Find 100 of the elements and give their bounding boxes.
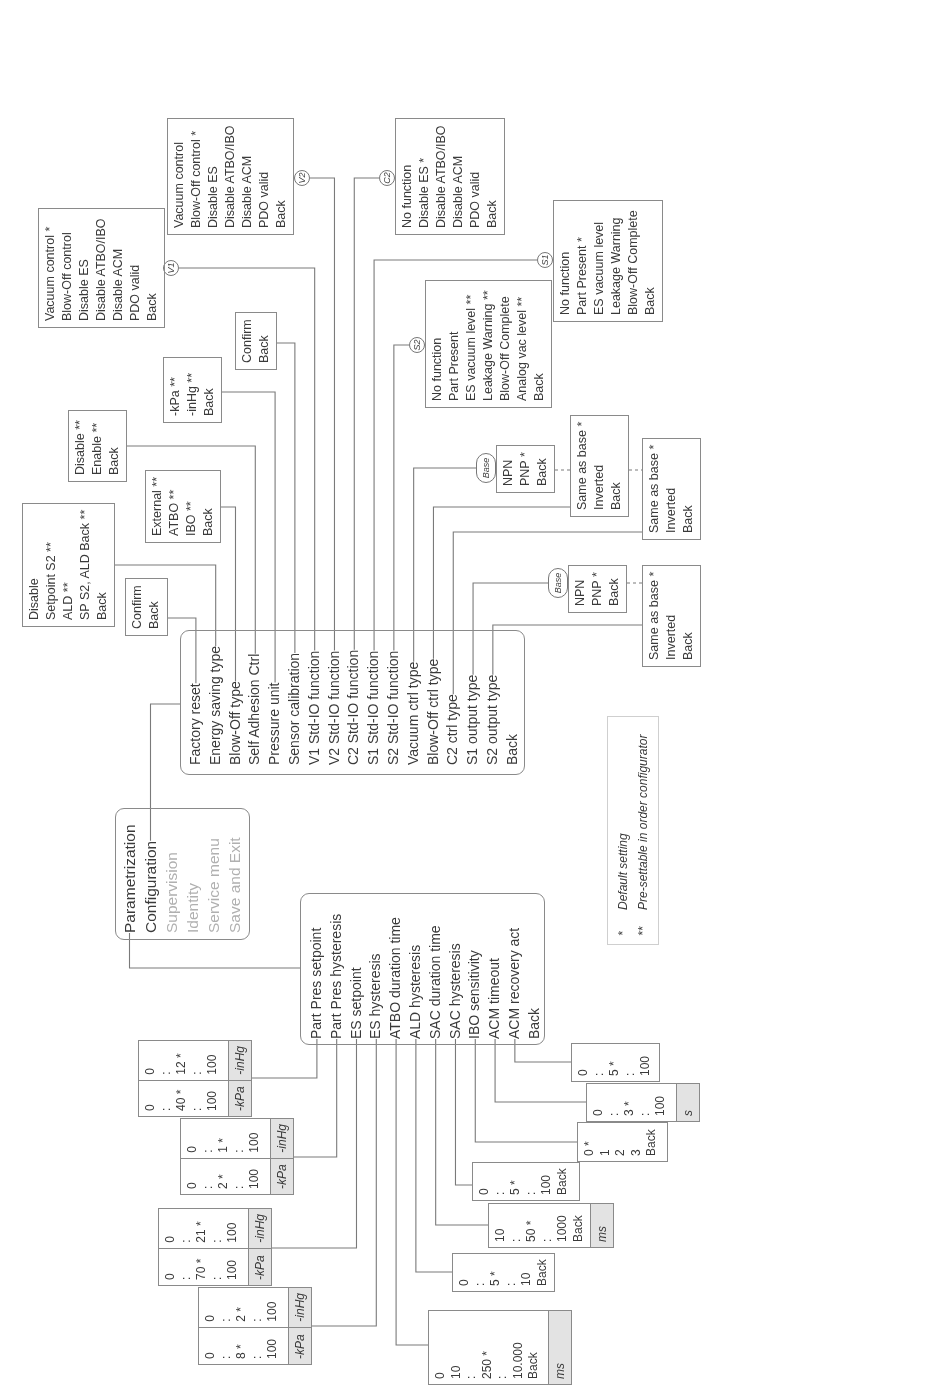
port-badge: S1 [537, 252, 553, 268]
connector-line [514, 1038, 572, 1063]
menu-item: Supervision [162, 852, 181, 933]
dashed-connector [628, 469, 643, 471]
menu-item: ALD hysteresis [406, 944, 426, 1039]
table-value: 0 [185, 1182, 200, 1189]
connector-line [492, 624, 643, 676]
table-value: : [495, 1375, 510, 1379]
table-value: : [622, 1072, 638, 1076]
table-value: : [189, 1107, 205, 1111]
table-value: : [218, 1318, 234, 1322]
connector-line [474, 1038, 578, 1143]
table-value: 2 [613, 1149, 628, 1156]
menu-option: Back [642, 287, 659, 315]
menu-option: PDO valid [256, 171, 273, 228]
menu-item: SAC hysteresis [445, 943, 466, 1039]
menu-item: ES setpoint [346, 967, 367, 1039]
menu-option: Back [146, 601, 163, 629]
option-list-box [68, 410, 127, 482]
table-value: 0 [457, 1279, 472, 1286]
menu-option: Blow-Off Complete [625, 210, 642, 315]
menu-option: ES vacuum level [591, 221, 608, 315]
menu-item: Blow-Off ctrl type [423, 658, 444, 765]
menu-option: Back [94, 592, 111, 620]
menu-item: Vacuum ctrl type [403, 661, 424, 765]
menu-panel [115, 808, 250, 940]
menu-option: Back [608, 482, 625, 510]
table-value: : [464, 1375, 479, 1379]
value-table [180, 1118, 294, 1195]
menu-option: Disable ES [76, 259, 93, 321]
menu-option: Back [606, 578, 623, 606]
menu-option: Analog vac level ** [514, 296, 531, 401]
menu-option: Part Present [446, 331, 463, 401]
table-value: 0 [163, 1236, 178, 1243]
unit-header: -inHg [288, 1288, 311, 1327]
menu-option: Disable ES * [416, 157, 433, 228]
menu-item: Back [502, 733, 521, 765]
menu-item: S1 Std-IO function [364, 650, 384, 765]
table-value: : [591, 1072, 607, 1076]
table-value: Back [534, 1259, 550, 1286]
menu-option: Back [680, 505, 697, 533]
option-list-box [395, 118, 505, 235]
menu-option: Leakage Warning [608, 217, 625, 315]
connector-line [178, 267, 316, 652]
menu-option: Disable ATBO/IBO [433, 125, 450, 228]
menu-panel [300, 893, 545, 1045]
table-value: : [200, 1185, 216, 1189]
table-value: : [523, 1191, 539, 1195]
table-value: 0 [203, 1315, 218, 1322]
table-value: 100 [225, 1222, 240, 1243]
option-list-box [167, 118, 294, 235]
table-value: 50 * [524, 1220, 539, 1242]
table-value: 1 [597, 1149, 613, 1156]
connector-line [126, 445, 256, 655]
menu-panel [180, 630, 525, 775]
menu-item: SAC duration time [425, 925, 446, 1039]
menu-option: Part Present * [574, 237, 591, 315]
menu-item: S1 output type [463, 674, 483, 765]
table-value: 100 [205, 1054, 220, 1075]
menu-option: PDO valid [467, 171, 484, 228]
menu-item: Parametrization [119, 824, 140, 933]
table-value: : [209, 1239, 225, 1243]
connector-line [415, 1038, 453, 1273]
menu-item: Pressure unit [265, 682, 285, 765]
table-value: 70 * [194, 1258, 209, 1280]
table-value: : [249, 1355, 265, 1359]
table-value: : [231, 1149, 247, 1153]
menu-option: IBO ** [183, 501, 200, 536]
menu-item: ACM recovery act [504, 927, 525, 1039]
table-value: Back [554, 1168, 570, 1195]
connector-line [309, 177, 336, 652]
table-value: : [209, 1276, 225, 1280]
table-value: 0 [143, 1104, 158, 1111]
table-value: 0 [163, 1273, 178, 1280]
base-badge: Base [476, 453, 496, 483]
menu-option: Back [256, 335, 273, 363]
connector-line [311, 1038, 377, 1327]
menu-option: No function [429, 337, 446, 401]
table-value: 100 [247, 1168, 262, 1189]
menu-item: S2 Std-IO function [383, 650, 404, 765]
option-list-box [425, 280, 552, 408]
value-table [452, 1253, 555, 1292]
table-value: 100 [247, 1132, 262, 1153]
table-value: 100 [265, 1301, 280, 1322]
menu-option: Back [484, 200, 501, 228]
menu-option: Disable ATBO/IBO [93, 218, 110, 321]
menu-item: Part Pres hysteresis [326, 913, 347, 1039]
table-value: : [178, 1239, 194, 1243]
menu-option: Vacuum control [171, 142, 188, 228]
menu-option: Confirm [129, 585, 146, 629]
table-value: 5 * [488, 1271, 503, 1286]
connector-line [454, 1038, 473, 1186]
menu-option: Same as base * [574, 421, 591, 510]
table-value: : [178, 1276, 194, 1280]
connector-line [435, 1038, 489, 1226]
table-value: 3 [628, 1149, 644, 1156]
connector-line [271, 1038, 358, 1249]
table-value: 100 [225, 1259, 240, 1280]
menu-option: Same as base * [646, 444, 663, 533]
menu-option: ES vacuum level ** [463, 294, 480, 401]
